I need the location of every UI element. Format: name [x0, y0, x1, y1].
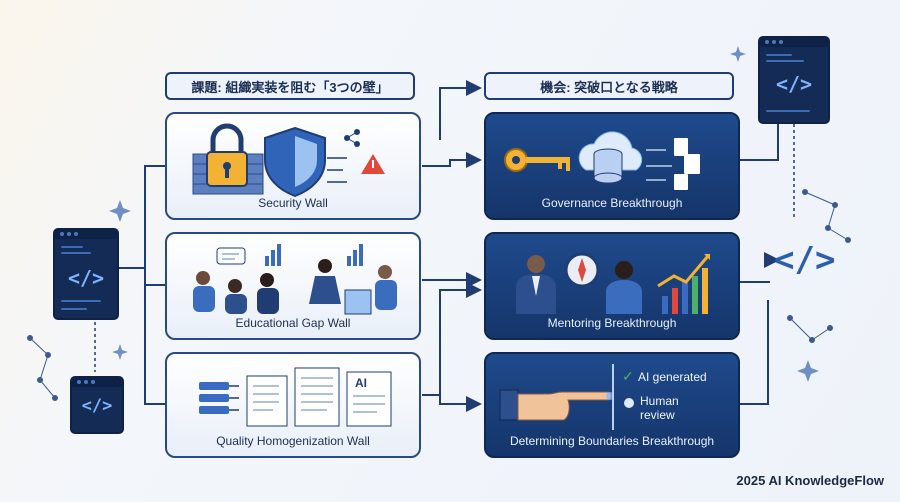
- quality-homogenization-wall-card: AI Quality Homogenization Wall: [165, 352, 421, 458]
- quality-homogenization-wall-label: Quality Homogenization Wall: [216, 434, 370, 448]
- governance-breakthrough-card: Governance Breakthrough: [484, 112, 740, 220]
- left-bracket-line: [118, 165, 165, 405]
- file-icons: [674, 138, 700, 190]
- document-icon: [246, 375, 288, 427]
- mentee-person-icon: [606, 261, 642, 314]
- boundary-divider: [612, 364, 614, 430]
- footer-credit: 2025 AI KnowledgeFlow: [736, 473, 884, 488]
- mentoring-breakthrough-card: Mentoring Breakthrough: [484, 232, 740, 340]
- boundaries-breakthrough-card: ✓ AI generated Human review Determining …: [484, 352, 740, 458]
- bar-chart-small-icon: [265, 244, 281, 266]
- challenges-header: 課題: 組織実装を阻む「3つの壁」: [165, 72, 415, 100]
- speech-bubble-icon: [216, 247, 246, 265]
- governance-illustration: [504, 131, 700, 190]
- code-icon: </>: [67, 266, 105, 290]
- pointing-hand-illustration: [499, 389, 614, 421]
- education-illustration: [193, 244, 397, 315]
- arrow-quality-to-mentoring: [439, 282, 482, 395]
- mentoring-illustration: [516, 252, 710, 314]
- growth-chart-icon: [657, 254, 710, 314]
- person-icon: [624, 398, 634, 408]
- ai-generated-label: AI generated: [638, 370, 707, 384]
- compass-icon: [564, 252, 600, 288]
- padlock-icon: [206, 123, 248, 187]
- human-review-label-1: Human: [640, 394, 679, 408]
- right-bracket-line: [740, 124, 779, 405]
- arrow-top: [439, 80, 482, 140]
- arrow-security-to-governance: [422, 152, 482, 168]
- people-icon: [193, 259, 397, 314]
- security-wall-card: Security Wall: [165, 112, 421, 220]
- share-icon: [344, 129, 360, 147]
- code-icon-large: </>: [774, 240, 836, 280]
- human-review-label-2: review: [640, 408, 675, 422]
- ai-document-icon: [346, 371, 392, 427]
- code-icon: </>: [81, 396, 113, 416]
- check-icon: ✓: [622, 368, 634, 384]
- code-window-top-right: </>: [758, 36, 830, 124]
- governance-breakthrough-label: Governance Breakthrough: [541, 196, 683, 210]
- warning-icon: [361, 154, 385, 174]
- database-icon: [593, 148, 623, 184]
- security-illustration: [192, 123, 385, 198]
- code-window-small-left: </>: [70, 376, 124, 434]
- code-icon: </>: [775, 72, 813, 96]
- arrow-quality-to-boundaries: [422, 394, 482, 412]
- security-wall-label: Security Wall: [258, 196, 328, 210]
- pointing-hand-icon: [499, 389, 614, 421]
- document-stack-icon: [294, 367, 340, 427]
- bar-chart-icon: [347, 244, 363, 266]
- quality-illustration: [199, 367, 392, 427]
- mentor-person-icon: [516, 255, 556, 314]
- ai-doc-label: AI: [355, 376, 367, 390]
- mentoring-breakthrough-label: Mentoring Breakthrough: [547, 316, 677, 330]
- stacked-bars-icon: [199, 382, 229, 414]
- opportunities-header: 機会: 突破口となる戦略: [484, 72, 734, 100]
- boundaries-breakthrough-label: Determining Boundaries Breakthrough: [509, 434, 715, 448]
- code-window-left: </>: [53, 228, 119, 320]
- shield-icon: [264, 126, 326, 198]
- educational-gap-wall-label: Educational Gap Wall: [235, 316, 351, 330]
- educational-gap-wall-card: Educational Gap Wall: [165, 232, 421, 340]
- key-icon: [504, 148, 570, 172]
